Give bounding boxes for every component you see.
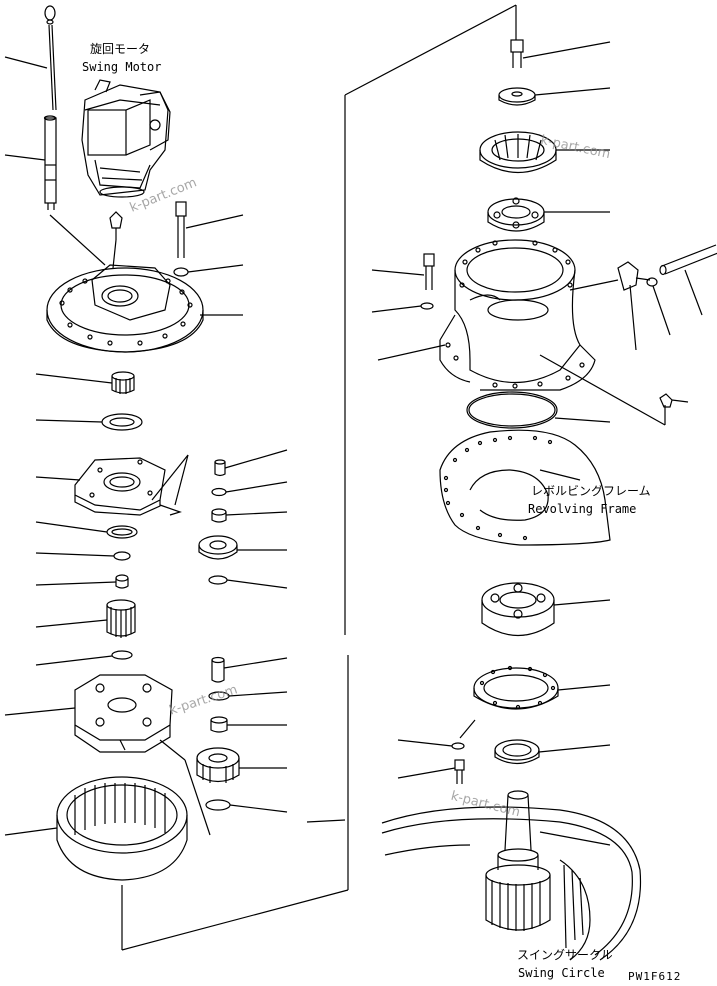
needle-bearing-part [210,716,228,733]
dipstick-part [44,5,57,111]
gauge-pipe [43,115,57,210]
drain-plug-part [659,393,673,408]
assembly-bracket-lines [121,4,517,951]
nut-part [646,277,658,287]
planet-gear-1-part [198,535,238,560]
swing-circle-part [381,806,642,961]
pin-part [214,459,226,477]
needle-bearing-part [211,508,227,523]
swing-circle-label-jp: スイングサークル [517,948,613,962]
gear-2-part [106,599,136,638]
washer-part [211,487,227,497]
washer-part [208,575,228,585]
washer-part [205,799,231,811]
pinion-shaft-part [485,790,551,931]
lower-roller-bearing-part [481,582,555,637]
roller-bearing-part [487,197,545,232]
rod-part [659,244,717,276]
drawing-code: PW1F612 [628,970,682,983]
washer-part [173,267,189,277]
cap-bolt-part [510,39,524,68]
thrust-plate-part [101,413,143,431]
planet-gear-2-part [196,747,240,783]
sun-gear-part [111,371,135,394]
carrier-1-part [74,454,189,516]
swing-circle-label-en: Swing Circle [518,966,605,980]
grease-fitting-part [617,261,651,291]
leader-lines-left [4,56,288,836]
swing-motor-part [81,79,171,198]
washer-part [113,551,131,561]
pin-part [211,656,225,683]
cap-part [498,87,536,106]
bearing-retainer-part [473,665,559,710]
seal-ring-part [106,525,138,539]
revolving-frame-label-en: Revolving Frame [528,502,637,516]
revolving-frame-part [439,429,611,546]
swing-machinery-case-part [439,239,596,391]
washer-part [111,650,133,660]
washer-part [451,742,465,750]
swing-motor-label-en: Swing Motor [82,60,162,74]
seal-part [494,739,540,765]
o-ring-part [466,391,558,429]
leader-lines-right [371,41,703,846]
nut-part [115,574,129,589]
carrier-2-part [74,674,211,836]
ring-gear-part [56,776,188,881]
breather-part [109,211,123,240]
housing-bolt-part [423,253,435,290]
flange-housing-part [46,264,204,353]
revolving-frame-label-jp: レボルビングフレーム [531,484,651,498]
washer-part [420,302,434,310]
pinion-bolt-part [454,759,465,784]
swing-motor-label-jp: 旋回モータ [90,42,151,56]
long-bolt-part [175,201,187,258]
